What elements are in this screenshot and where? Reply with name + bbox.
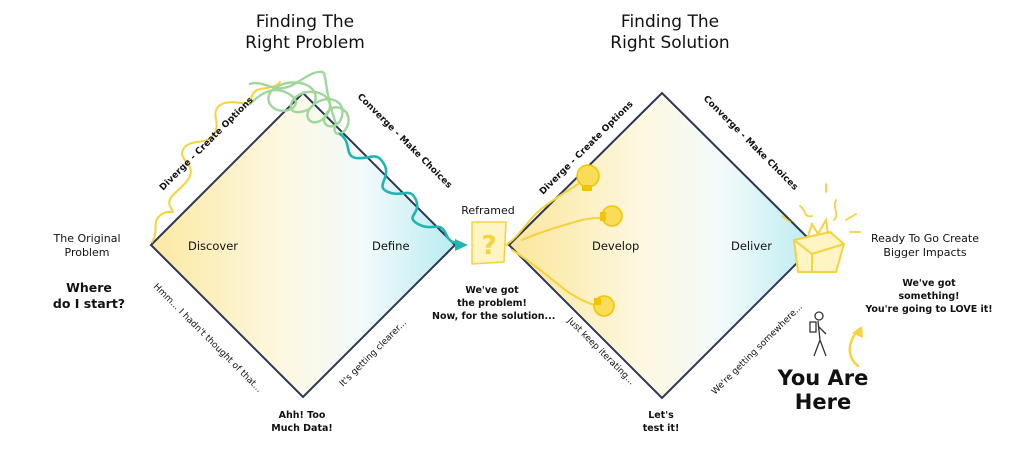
arrowhead-yellow [852, 326, 863, 338]
phase-define: Define [372, 239, 410, 253]
gift-box-icon [781, 183, 861, 273]
curved-arrow [848, 328, 860, 368]
squiggle-teal [338, 132, 464, 247]
note-reframed: Reframed [461, 204, 515, 217]
arrowhead-teal [455, 239, 468, 251]
lightbulb-icon [600, 205, 623, 227]
lightbulb-icon [593, 295, 615, 317]
branch-lines [505, 183, 603, 307]
lightbulb-icon [576, 164, 600, 191]
phase-discover: Discover [188, 239, 239, 253]
squiggle-green [248, 70, 350, 135]
question-sign-icon: ? [471, 221, 507, 265]
svg-text:?: ? [481, 231, 496, 261]
hiker-icon [809, 311, 827, 357]
phase-deliver: Deliver [731, 239, 772, 253]
squiggle-yellow [151, 81, 281, 243]
phase-develop: Develop [592, 239, 640, 253]
